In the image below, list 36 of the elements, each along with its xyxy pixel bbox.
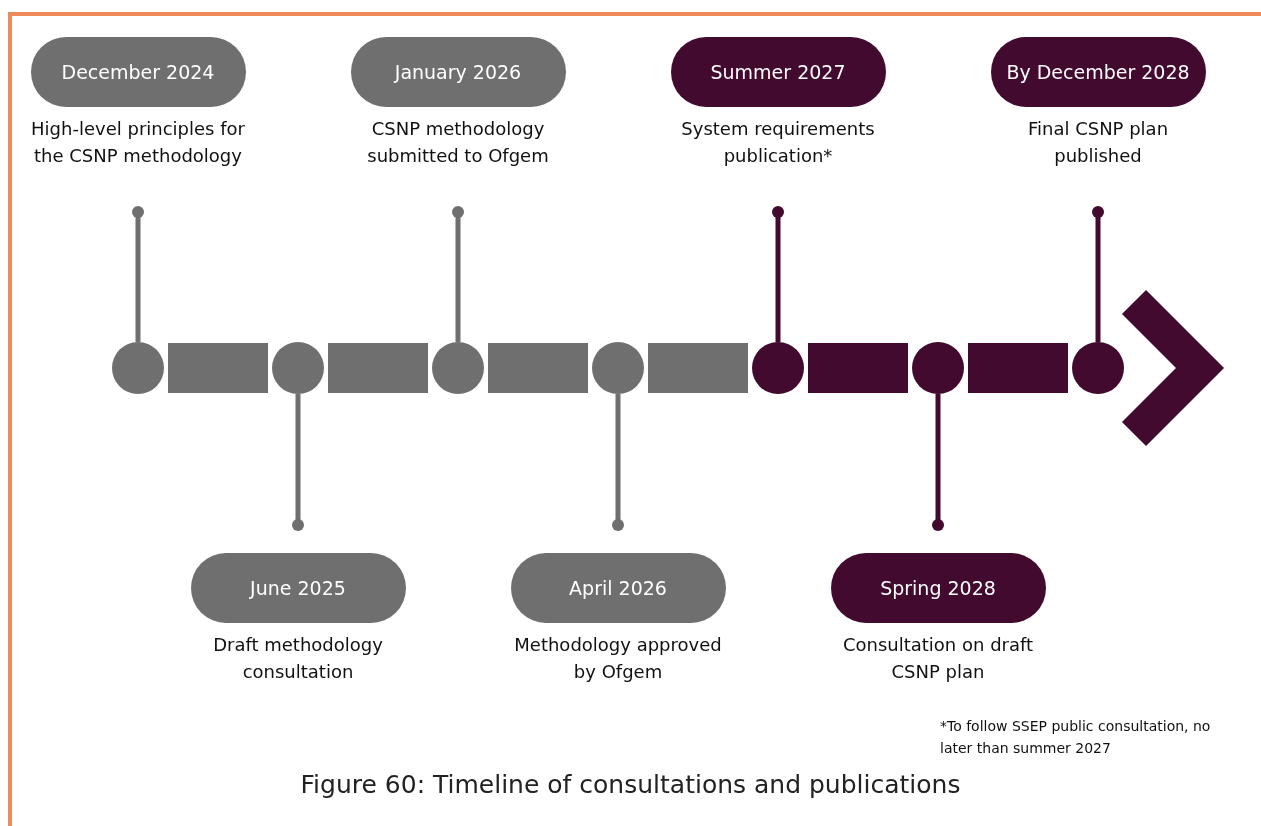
milestone-circle xyxy=(272,342,324,394)
date-pill: By December 2028 xyxy=(990,37,1206,107)
timeline-bar xyxy=(968,343,1068,393)
milestone-circle xyxy=(912,342,964,394)
footnote: *To follow SSEP public consultation, no later than summer 2027 xyxy=(940,717,1212,758)
milestone-circle xyxy=(112,342,164,394)
milestone-circle xyxy=(432,342,484,394)
figure-caption: Figure 60: Timeline of consultations and publications xyxy=(299,770,962,799)
milestone-description: Draft methodology consultation xyxy=(212,633,384,684)
timeline-bar xyxy=(808,343,908,393)
timeline-bar xyxy=(168,343,268,393)
milestone-description: Consultation on draft CSNP plan xyxy=(841,633,1035,684)
timeline-bar xyxy=(648,343,748,393)
milestone-description: Methodology approved by Ofgem xyxy=(513,633,723,684)
leader-line xyxy=(132,206,144,342)
leader-line xyxy=(1092,206,1104,342)
milestone-circle xyxy=(752,342,804,394)
date-pill: Summer 2027 xyxy=(670,37,886,107)
date-pill: December 2024 xyxy=(30,37,246,107)
leader-line xyxy=(452,206,464,342)
timeline-bar xyxy=(328,343,428,393)
leader-line xyxy=(612,394,624,531)
date-pill: Spring 2028 xyxy=(830,553,1046,623)
date-pill: January 2026 xyxy=(350,37,566,107)
milestone-circle xyxy=(1072,342,1124,394)
date-pill: April 2026 xyxy=(510,553,726,623)
leader-line xyxy=(932,394,944,531)
milestone-description: System requirements publication* xyxy=(680,117,876,168)
milestone-description: Final CSNP plan published xyxy=(1026,117,1170,168)
leader-line xyxy=(292,394,304,531)
timeline-bar xyxy=(488,343,588,393)
date-pill: June 2025 xyxy=(190,553,406,623)
leader-line xyxy=(772,206,784,342)
milestone-description: High-level principles for the CSNP methodology xyxy=(30,117,246,168)
milestone-description: CSNP methodology submitted to Ofgem xyxy=(366,117,550,168)
milestone-circle xyxy=(592,342,644,394)
